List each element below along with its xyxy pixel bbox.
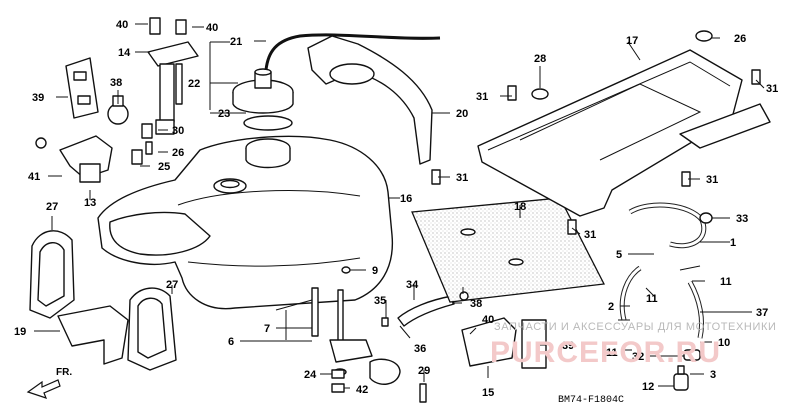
front-direction-arrow: FR. <box>26 367 72 399</box>
mount-bracket-19 <box>57 305 129 365</box>
callout-42: 42 <box>356 384 368 396</box>
tray-17 <box>477 49 771 217</box>
callout-11: 11 <box>720 276 732 288</box>
callout-34: 34 <box>406 279 419 291</box>
callout-24: 24 <box>304 369 317 381</box>
callout-14: 14 <box>118 47 131 59</box>
fuel-tank-16 <box>97 135 394 310</box>
gauge-bolts-40 <box>149 17 187 35</box>
clip-33 <box>699 212 713 224</box>
fuel-gauge-14 <box>147 41 199 135</box>
callout-31-3: 31 <box>706 174 718 186</box>
callout-38: 38 <box>110 77 122 89</box>
callout-39-2: 39 <box>562 340 574 352</box>
callout-26-2: 26 <box>734 33 746 45</box>
figure-code: BM74-F1804C <box>558 395 624 406</box>
callout-20: 20 <box>456 108 468 120</box>
callout-29: 29 <box>418 365 430 377</box>
bracket-13 <box>59 135 113 183</box>
callout-39: 39 <box>32 92 44 104</box>
fuel-valve-6 <box>311 287 427 403</box>
callout-27-2: 27 <box>166 279 178 291</box>
callout-31-4: 31 <box>584 229 596 241</box>
callout-33: 33 <box>736 213 748 225</box>
callout-3: 3 <box>710 369 716 381</box>
callout-22: 22 <box>188 78 200 90</box>
callout-1: 1 <box>730 237 736 249</box>
callout-2: 2 <box>608 301 614 313</box>
callout-23: 23 <box>218 108 230 120</box>
callout-7: 7 <box>264 323 270 335</box>
bolt-41 <box>35 137 47 149</box>
callout-11-3: 11 <box>606 347 618 359</box>
callout-9: 9 <box>372 265 378 277</box>
breather-tube-21 <box>264 33 441 71</box>
callout-6: 6 <box>228 336 234 348</box>
callout-40-2: 40 <box>206 22 218 34</box>
leader-lines <box>34 23 765 389</box>
callout-18: 18 <box>514 201 526 213</box>
callout-5: 5 <box>616 249 622 261</box>
clip-32 <box>683 349 701 361</box>
callout-labels: 1235679101111111213141516171819202122232… <box>14 19 778 399</box>
tank-bracket-20 <box>307 35 433 165</box>
callout-35: 35 <box>374 295 386 307</box>
rubber-mat-18 <box>411 197 606 303</box>
callout-25: 25 <box>158 161 170 173</box>
callout-15: 15 <box>482 387 494 399</box>
hose-37 <box>687 280 705 339</box>
callout-10: 10 <box>718 337 730 349</box>
callout-12: 12 <box>642 381 654 393</box>
grommet-26 <box>695 30 713 42</box>
watermark-logo: PURCEFOR.RU <box>490 336 721 369</box>
small-parts <box>131 123 469 393</box>
rubber-strap-39 <box>65 57 99 119</box>
callout-36: 36 <box>414 343 426 355</box>
callout-38-2: 38 <box>470 298 482 310</box>
front-direction-label: FR. <box>56 367 72 378</box>
fuel-hose-34 <box>397 295 455 327</box>
callout-17: 17 <box>626 35 638 47</box>
callout-31-5: 31 <box>766 83 778 95</box>
callout-27: 27 <box>46 201 58 213</box>
filter-12 <box>673 365 689 391</box>
callout-13: 13 <box>84 197 96 209</box>
callout-40-3: 40 <box>482 314 494 326</box>
callout-31: 31 <box>476 91 488 103</box>
hose-2 <box>619 265 642 321</box>
grommet-28 <box>531 88 549 100</box>
callout-21: 21 <box>230 36 242 48</box>
filler-cap-22 <box>232 68 294 131</box>
side-cover-27-right <box>127 287 177 371</box>
callout-30: 30 <box>172 125 184 137</box>
callout-11-2: 11 <box>646 293 658 305</box>
callout-41: 41 <box>28 171 40 183</box>
callout-26: 26 <box>172 147 184 159</box>
callout-16: 16 <box>400 193 412 205</box>
side-cover-27-left <box>29 230 75 319</box>
callout-40: 40 <box>116 19 128 31</box>
strap-39-lower <box>521 319 547 369</box>
valve-plate-15 <box>461 317 517 367</box>
callout-19: 19 <box>14 326 26 338</box>
callout-28: 28 <box>534 53 546 65</box>
callout-32: 32 <box>632 351 644 363</box>
hose-1 <box>628 202 707 249</box>
bolts-31 <box>431 69 761 235</box>
callout-37: 37 <box>756 307 768 319</box>
callout-31-2: 31 <box>456 172 468 184</box>
watermark-caption: ЗАПЧАСТИ И АКСЕССУАРЫ ДЛЯ МОТОТЕХНИКИ <box>494 321 776 333</box>
